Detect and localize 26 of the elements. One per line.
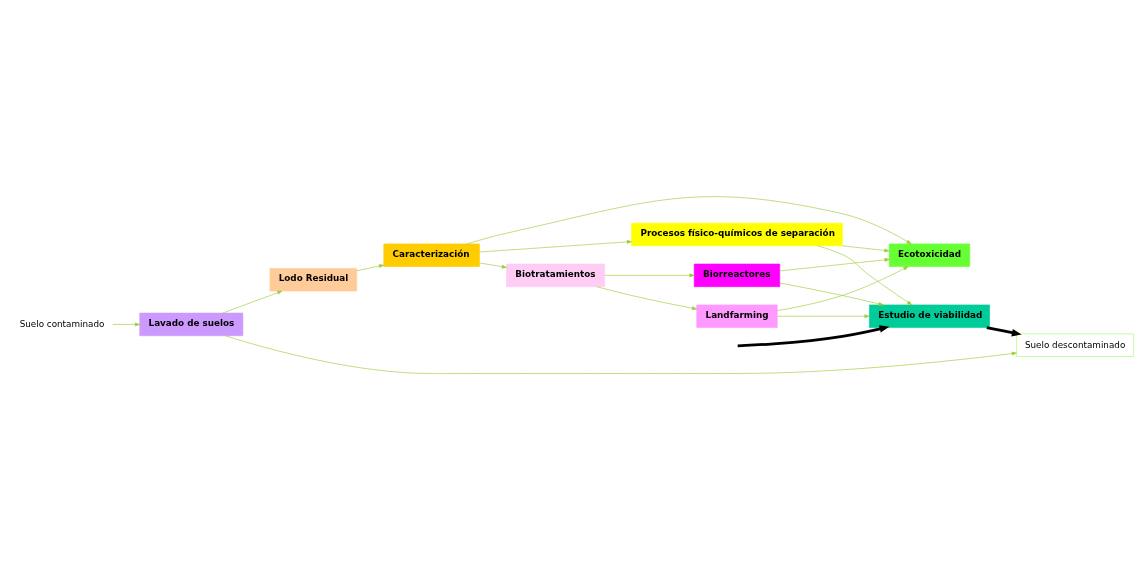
arrow <box>604 273 695 278</box>
arrow <box>479 262 507 269</box>
arrow <box>986 326 1022 337</box>
node-box: Lodo Residual <box>269 268 358 292</box>
arrow <box>225 335 1017 374</box>
node-box: Biotratamientos <box>506 263 605 287</box>
node-box: Caracterización <box>383 243 480 267</box>
node-box: Ecotoxicidad <box>888 243 971 267</box>
arrow <box>737 325 890 348</box>
arrow <box>779 282 884 306</box>
arrow <box>479 240 632 253</box>
node-box: Lavado de suelos <box>139 312 244 337</box>
arrow <box>356 264 385 272</box>
arrow <box>777 266 909 311</box>
arrow <box>596 286 697 310</box>
node-box: Landfarming <box>696 304 778 328</box>
arrow <box>222 290 283 314</box>
arrow <box>777 314 870 319</box>
node-box: Suelo descontaminado <box>1016 333 1134 357</box>
arrow <box>112 322 140 327</box>
node-text: Suelo contaminado <box>19 318 105 329</box>
node-box: Biorreactores <box>693 263 781 287</box>
node-box: Procesos físico-químicos de separación <box>631 222 843 247</box>
arrow <box>841 245 890 253</box>
arrow <box>779 258 890 272</box>
arrow <box>817 245 913 306</box>
